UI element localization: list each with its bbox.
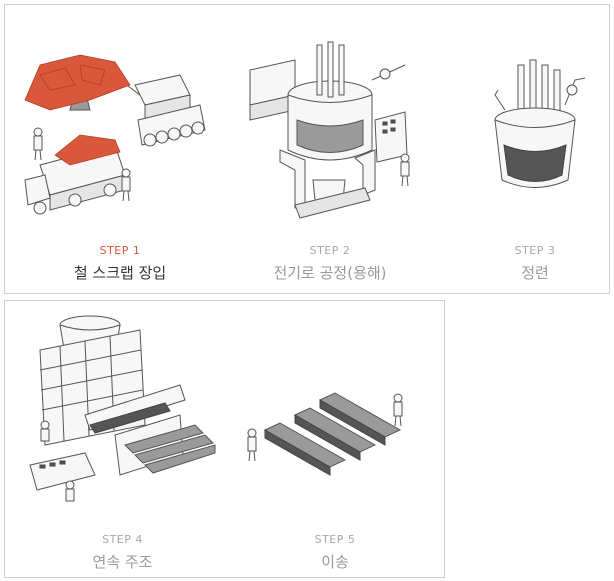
step-1-label: STEP 1 bbox=[99, 244, 141, 257]
step-5-card[interactable]: STEP 5 이송 bbox=[240, 305, 430, 575]
step-5-title: 이송 bbox=[321, 553, 349, 571]
step-3-title: 정련 bbox=[521, 264, 549, 282]
step-4-card[interactable]: STEP 4 연속 주조 bbox=[25, 305, 220, 575]
step-2-label: STEP 2 bbox=[309, 244, 351, 257]
step-4-label: STEP 4 bbox=[102, 533, 143, 546]
scrap-charging-illustration bbox=[24, 54, 206, 215]
step-2-card[interactable]: STEP 2 전기로 공정(용해) bbox=[235, 40, 425, 290]
electric-furnace-illustration bbox=[249, 41, 410, 219]
continuous-casting-illustration bbox=[29, 315, 216, 502]
step-3-card[interactable]: STEP 3 정련 bbox=[460, 40, 610, 290]
step-1-card[interactable]: STEP 1 철 스크랩 장입 bbox=[20, 40, 220, 290]
step-2-title: 전기로 공정(용해) bbox=[273, 264, 387, 282]
step-3-label: STEP 3 bbox=[514, 244, 556, 257]
step-1-title: 철 스크랩 장입 bbox=[73, 264, 167, 282]
step-5-label: STEP 5 bbox=[314, 533, 356, 546]
step-4-title: 연속 주조 bbox=[92, 553, 153, 571]
refining-ladle-illustration bbox=[494, 59, 586, 188]
transfer-illustration bbox=[247, 392, 403, 476]
